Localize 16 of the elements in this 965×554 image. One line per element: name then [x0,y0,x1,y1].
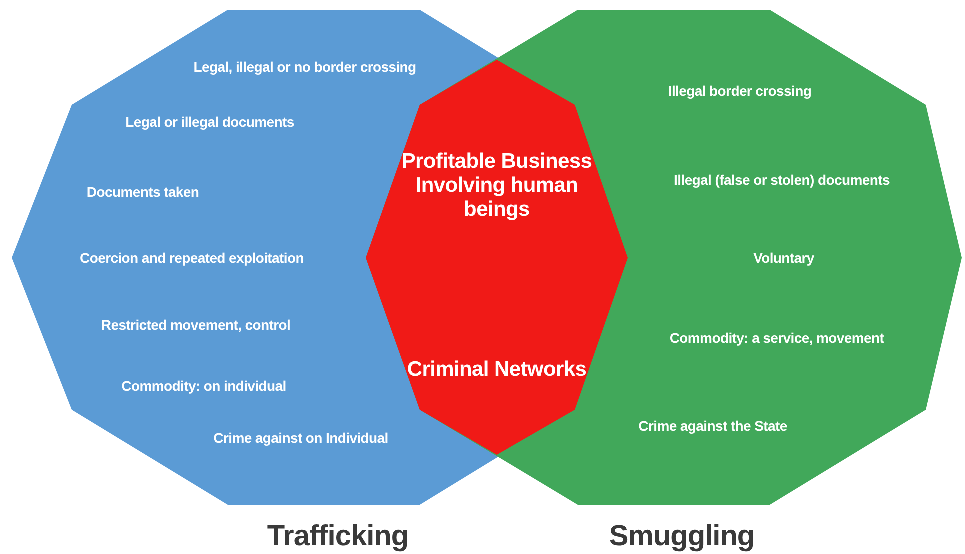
list-item: Illegal (false or stolen) documents [674,172,890,188]
section-heading: Trafficking [267,520,409,554]
list-item: Legal or illegal documents [126,114,294,130]
list-item: Documents taken [86,184,200,200]
list-item: Illegal border crossing [668,83,812,99]
list-item: Commodity: on individual [122,378,286,394]
list-item: Coercion and repeated exploitation [80,250,304,266]
overlap-label: Profitable Business Involving human beings [400,150,594,222]
overlap-label: Criminal Networks [406,358,588,382]
list-item: Commodity: a service, movement [670,330,884,346]
section-heading: Smuggling [609,520,755,554]
list-item: Voluntary [754,250,814,266]
list-item: Legal, illegal or no border crossing [194,59,416,75]
list-item: Crime against on Individual [214,430,388,446]
list-item: Restricted movement, control [101,317,291,333]
list-item: Crime against the State [638,418,788,434]
